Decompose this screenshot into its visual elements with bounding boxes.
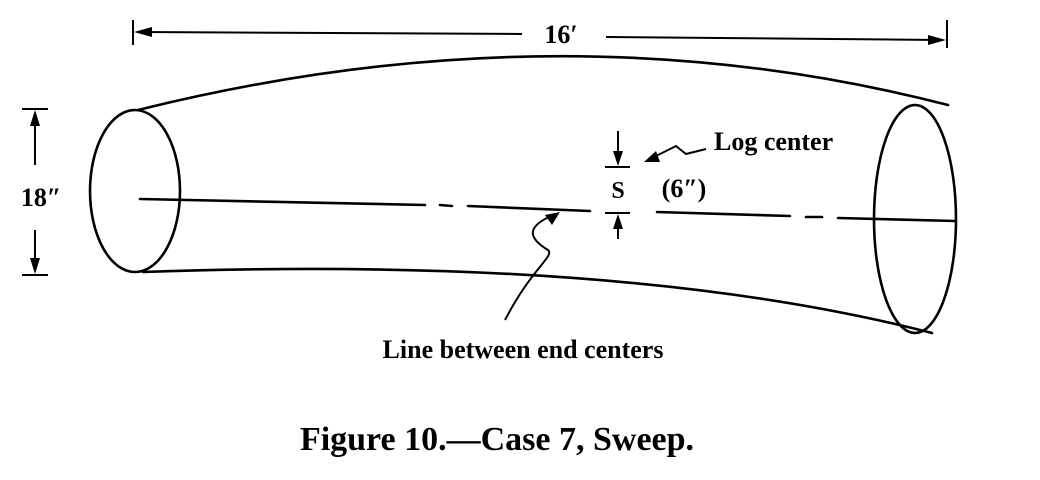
log-center-leader	[651, 144, 707, 159]
diameter-dimension: 18″	[21, 108, 61, 276]
center-line-leader	[504, 213, 557, 321]
log-center-callout: Log center	[644, 127, 833, 162]
length-dimension: 16′	[132, 20, 948, 49]
log-outline	[88, 54, 958, 335]
sweep-marker: S (6″)	[605, 131, 706, 239]
log-center-label: Log center	[714, 127, 833, 156]
center-line-callout: Line between end centers	[383, 212, 664, 364]
sweep-symbol: S	[611, 178, 624, 204]
diameter-label: 18″	[21, 183, 61, 212]
figure-caption: Figure 10.—Case 7, Sweep.	[300, 421, 694, 458]
log-top-edge	[136, 54, 950, 112]
center-line-label: Line between end centers	[383, 335, 664, 364]
log-bottom-edge	[141, 267, 934, 335]
left-end-ellipse	[88, 108, 182, 274]
sweep-value: (6″)	[662, 174, 707, 203]
center-line	[138, 197, 957, 223]
length-label: 16′	[544, 20, 577, 49]
